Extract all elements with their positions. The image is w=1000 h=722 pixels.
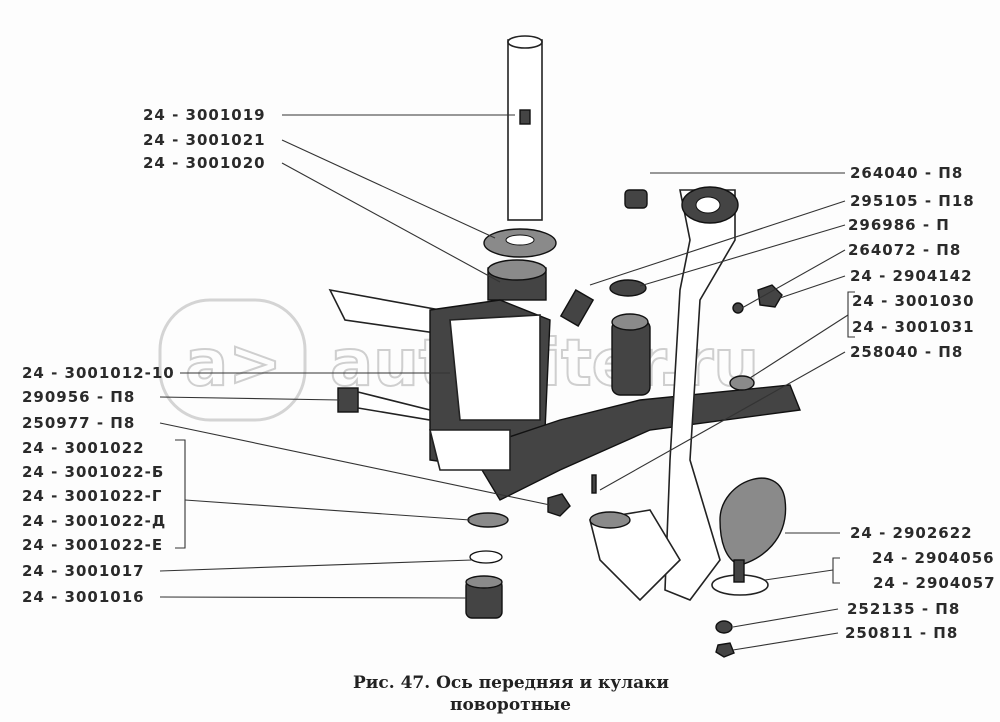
part-label: 295105 - П18 [850,192,975,210]
part-label: 24 - 3001022-Б [22,463,164,481]
part-label: 24 - 2904142 [850,267,973,285]
part-label: 24 - 3001012-10 [22,364,175,382]
steering-knuckle-right [589,186,739,602]
part-label: 24 - 2904056 [872,549,995,567]
svg-text:a>: a> [185,327,282,401]
part-label: 24 - 3001017 [22,562,145,580]
part-label: 258040 - П8 [850,343,963,361]
figure-caption-line1: Рис. 47. Ось передняя и кулаки [353,673,669,693]
part-label: 24 - 3001030 [852,292,975,310]
bushing-top [487,259,547,301]
figure-caption-line2: поворотные [450,695,571,715]
bolt [337,387,431,421]
front-axle-beam [428,384,801,501]
part-label: 24 - 3001016 [22,588,145,606]
part-label: 24 - 3001022-Д [22,512,166,530]
thrust-washer [483,228,557,258]
steering-stop-cone [719,477,787,566]
part-label: 250811 - П8 [845,624,958,642]
part-label: 24 - 3001022 [22,439,145,457]
part-label: 24 - 2904057 [873,574,996,592]
part-label: 250977 - П8 [22,414,135,432]
part-label: 264040 - П8 [850,164,963,182]
part-label: 24 - 2902622 [850,524,973,542]
king-pin [507,35,543,221]
part-label: 264072 - П8 [848,241,961,259]
part-label: 24 - 3001022-Е [22,536,163,554]
ball-plate [711,559,769,596]
labels-left: 24 - 3001019 24 - 3001021 24 - 3001020 2… [22,106,266,606]
part-label: 252135 - П8 [847,600,960,618]
part-label: 290956 - П8 [22,388,135,406]
part-label: 24 - 3001021 [143,131,266,149]
part-label: 24 - 3001019 [143,106,266,124]
steering-knuckle-left [328,288,551,471]
leader-lines [159,114,855,651]
part-label: 24 - 3001022-Г [22,487,162,505]
part-label: 24 - 3001020 [143,154,266,172]
part-label: 296986 - П [848,216,950,234]
part-label: 24 - 3001031 [852,318,975,336]
labels-right: 264040 - П8 295105 - П18 296986 - П 2640… [845,164,996,642]
small-parts [465,189,783,658]
